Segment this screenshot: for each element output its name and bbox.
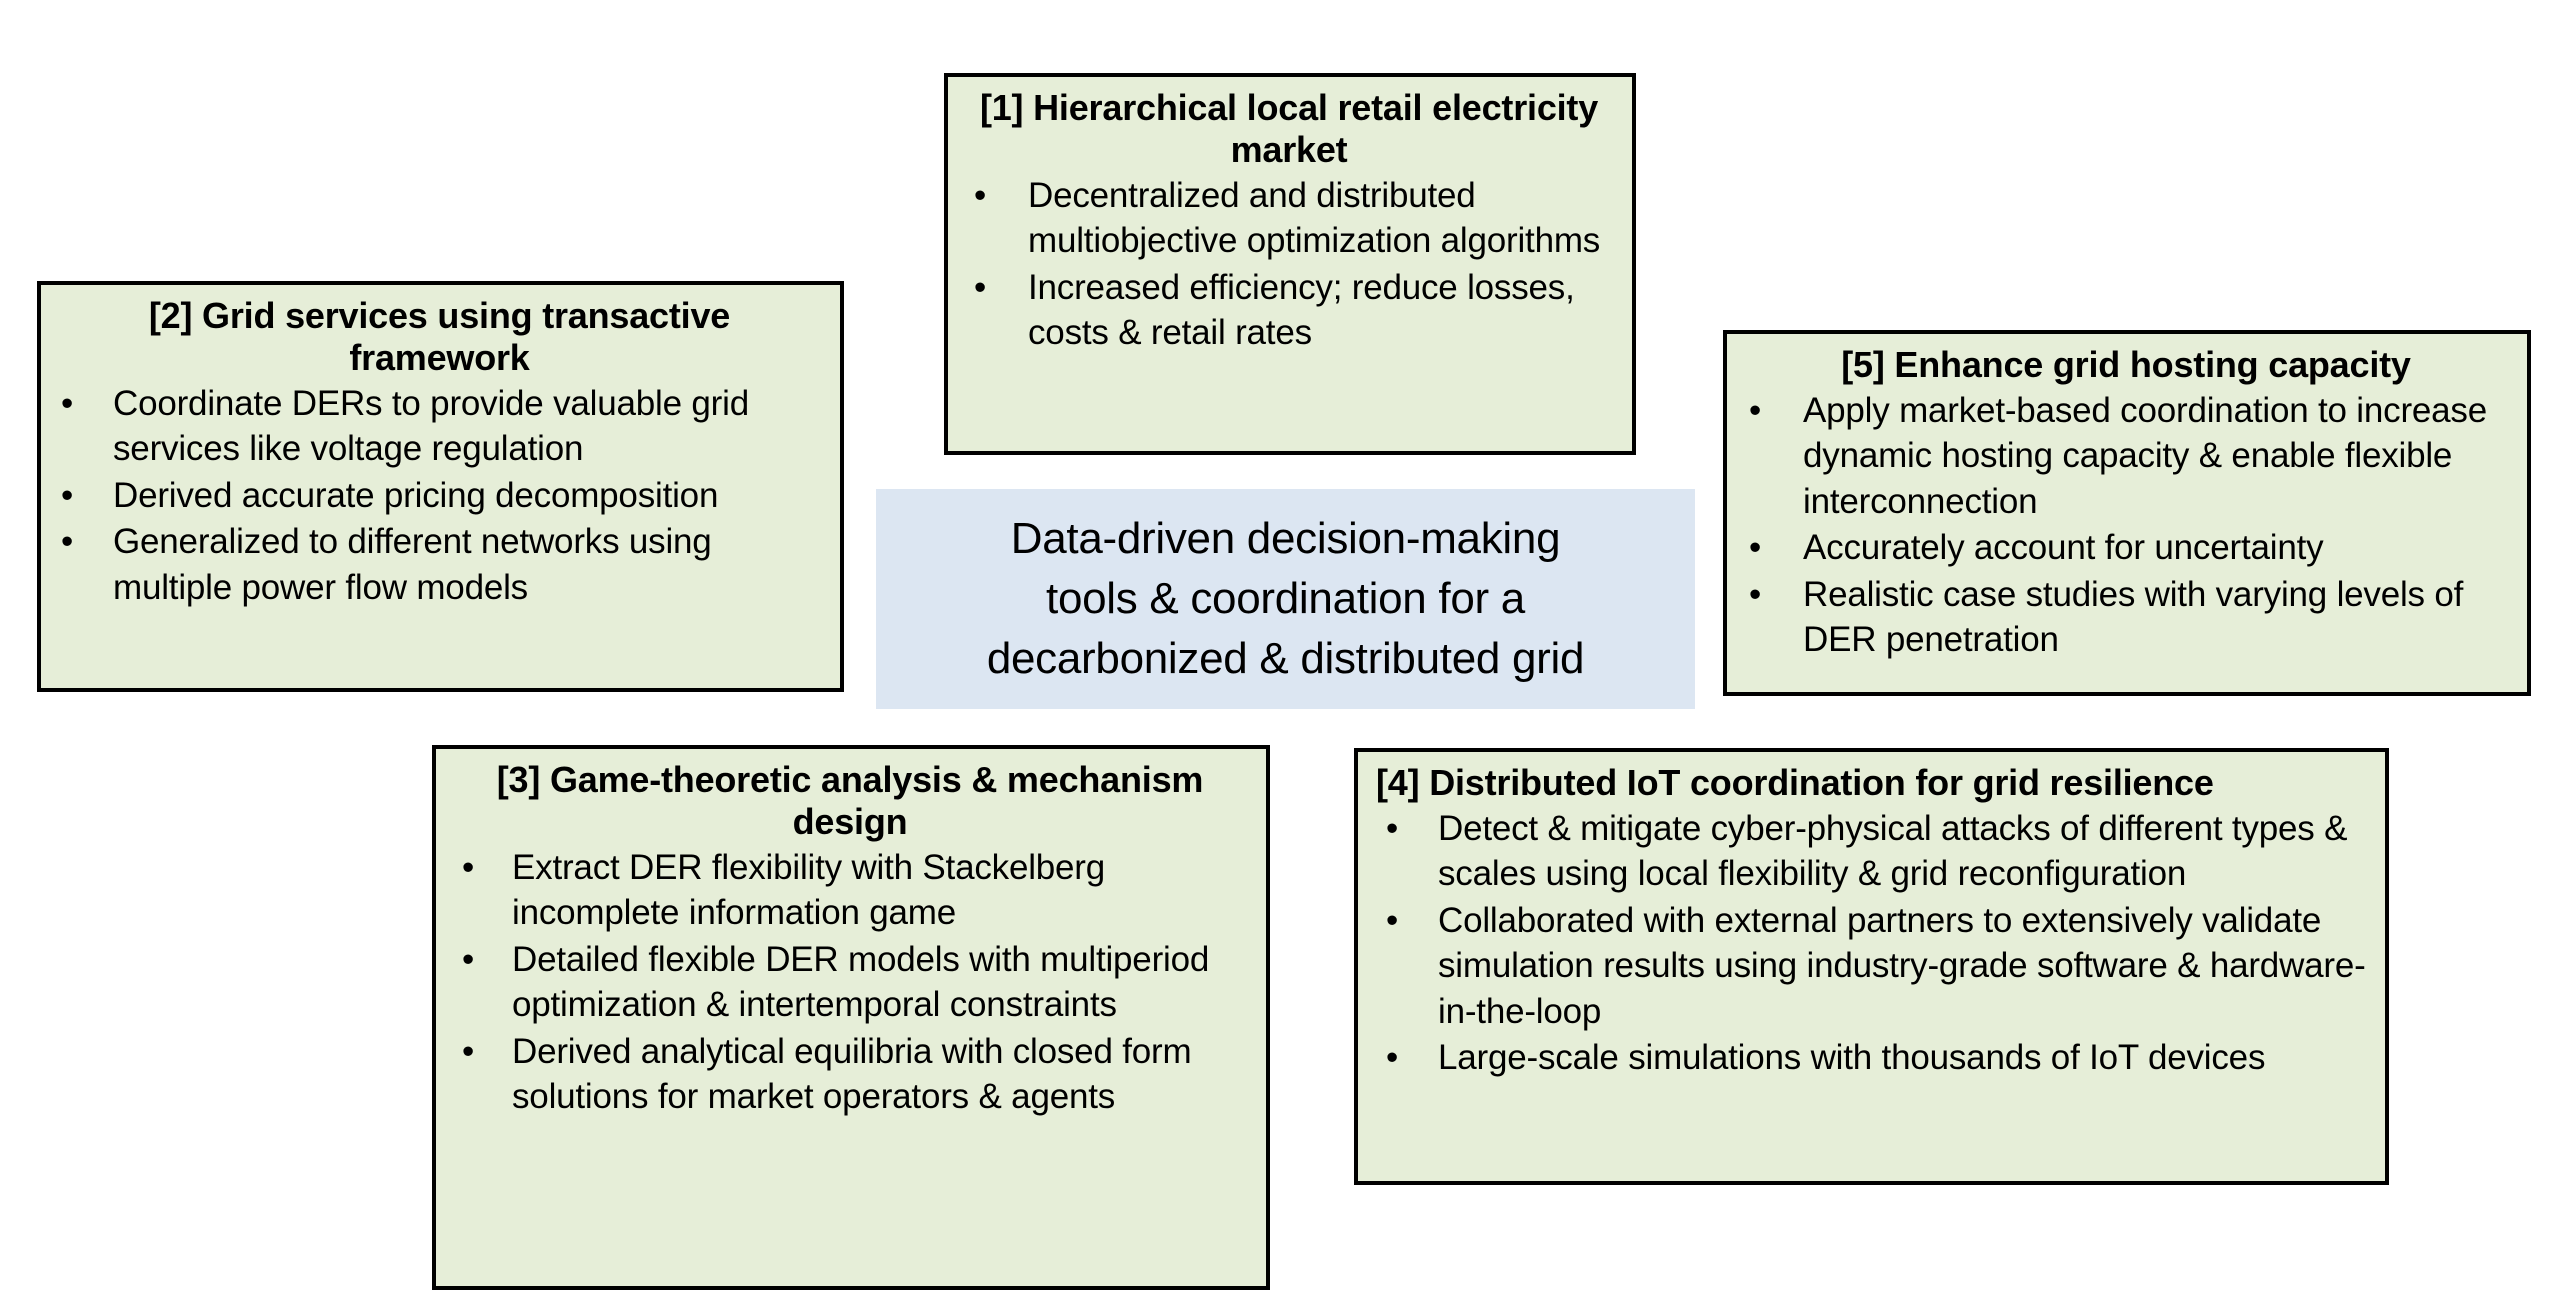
bullet-item: • Decentralized and distributed multiobje… bbox=[962, 173, 1616, 264]
concept-box-5-title: [5] Enhance grid hosting capacity bbox=[1841, 344, 2411, 385]
bullet-text: Collaborated with external partners to e… bbox=[1438, 900, 2366, 1031]
bullet-dot-icon: • bbox=[1749, 528, 1762, 568]
bullet-text: Generalized to different networks using … bbox=[113, 522, 712, 607]
bullet-text: Accurately account for uncertainty bbox=[1803, 528, 2324, 568]
bullet-item: • Derived accurate pricing decomposition bbox=[55, 473, 824, 519]
bullet-item: • Realistic case studies with varying lev… bbox=[1741, 572, 2511, 663]
bullet-text: Large-scale simulations with thousands o… bbox=[1438, 1038, 2266, 1078]
concept-box-3: [3] Game-theoretic analysis & mechanism … bbox=[432, 745, 1270, 1290]
concept-box-3-title: [3] Game-theoretic analysis & mechanism … bbox=[496, 759, 1204, 842]
concept-box-2-title: [2] Grid services using transactive fram… bbox=[148, 295, 731, 378]
concept-box-4-title: [4] Distributed IoT coordination for gri… bbox=[1376, 762, 2214, 803]
bullet-dot-icon: • bbox=[462, 847, 475, 887]
bullet-item: • Accurately account for uncertainty bbox=[1741, 525, 2511, 571]
bullet-text: Increased efficiency; reduce losses, cos… bbox=[1028, 267, 1575, 353]
bullet-dot-icon: • bbox=[61, 522, 74, 561]
bullet-item: • Generalized to different networks using… bbox=[55, 519, 824, 610]
bullet-text: Detailed flexible DER models with multip… bbox=[512, 939, 1210, 1025]
bullet-item: • Apply market-based coordination to incr… bbox=[1741, 388, 2511, 525]
concept-box-4-bullets: • Detect & mitigate cyber-physical attack… bbox=[1372, 806, 2369, 1081]
bullet-dot-icon: • bbox=[974, 175, 987, 215]
bullet-text: Extract DER flexibility with Stackelberg… bbox=[512, 847, 1106, 933]
central-theme-text: Data-driven decision-making tools & coor… bbox=[986, 514, 1585, 683]
bullet-dot-icon: • bbox=[1386, 808, 1399, 848]
central-theme-node: Data-driven decision-making tools & coor… bbox=[876, 489, 1695, 709]
concept-box-5-bullets: • Apply market-based coordination to incr… bbox=[1741, 388, 2511, 663]
bullet-text: Derived accurate pricing decomposition bbox=[113, 475, 719, 515]
bullet-item: • Collaborated with external partners to … bbox=[1372, 898, 2369, 1035]
bullet-dot-icon: • bbox=[1386, 900, 1399, 940]
bullet-item: • Large-scale simulations with thousands … bbox=[1372, 1035, 2369, 1081]
concept-box-4: [4] Distributed IoT coordination for gri… bbox=[1354, 748, 2389, 1185]
concept-box-1-title: [1] Hierarchical local retail electricit… bbox=[979, 87, 1599, 170]
concept-box-2-bullets: • Coordinate DERs to provide valuable gri… bbox=[55, 381, 824, 611]
bullet-item: • Derived analytical equilibria with clos… bbox=[450, 1029, 1250, 1120]
bullet-item: • Extract DER flexibility with Stackelber… bbox=[450, 845, 1250, 936]
bullet-text: Decentralized and distributed multiobjec… bbox=[1028, 175, 1601, 261]
bullet-text: Coordinate DERs to provide valuable grid… bbox=[113, 383, 749, 469]
concept-box-1-bullets: • Decentralized and distributed multiobje… bbox=[962, 173, 1616, 356]
bullet-dot-icon: • bbox=[1386, 1038, 1399, 1078]
concept-box-1: [1] Hierarchical local retail electricit… bbox=[944, 73, 1636, 455]
bullet-text: Realistic case studies with varying leve… bbox=[1803, 574, 2464, 660]
bullet-dot-icon: • bbox=[462, 1031, 475, 1071]
bullet-item: • Detect & mitigate cyber-physical attack… bbox=[1372, 806, 2369, 897]
bullet-dot-icon: • bbox=[974, 267, 987, 307]
concept-box-2: [2] Grid services using transactive fram… bbox=[37, 281, 844, 692]
bullet-dot-icon: • bbox=[1749, 390, 1762, 430]
concept-box-5: [5] Enhance grid hosting capacity • Apply… bbox=[1723, 330, 2531, 696]
bullet-text: Apply market-based coordination to incre… bbox=[1803, 390, 2488, 521]
bullet-dot-icon: • bbox=[61, 475, 74, 515]
bullet-text: Derived analytical equilibria with close… bbox=[512, 1031, 1192, 1117]
bullet-dot-icon: • bbox=[1749, 574, 1762, 614]
bullet-dot-icon: • bbox=[61, 383, 74, 423]
bullet-item: • Increased efficiency; reduce losses, co… bbox=[962, 265, 1616, 356]
bullet-item: • Coordinate DERs to provide valuable gri… bbox=[55, 381, 824, 472]
bullet-text: Detect & mitigate cyber-physical attacks… bbox=[1438, 808, 2348, 894]
concept-box-3-bullets: • Extract DER flexibility with Stackelber… bbox=[450, 845, 1250, 1120]
bullet-item: • Detailed flexible DER models with multi… bbox=[450, 937, 1250, 1028]
bullet-dot-icon: • bbox=[462, 939, 475, 979]
